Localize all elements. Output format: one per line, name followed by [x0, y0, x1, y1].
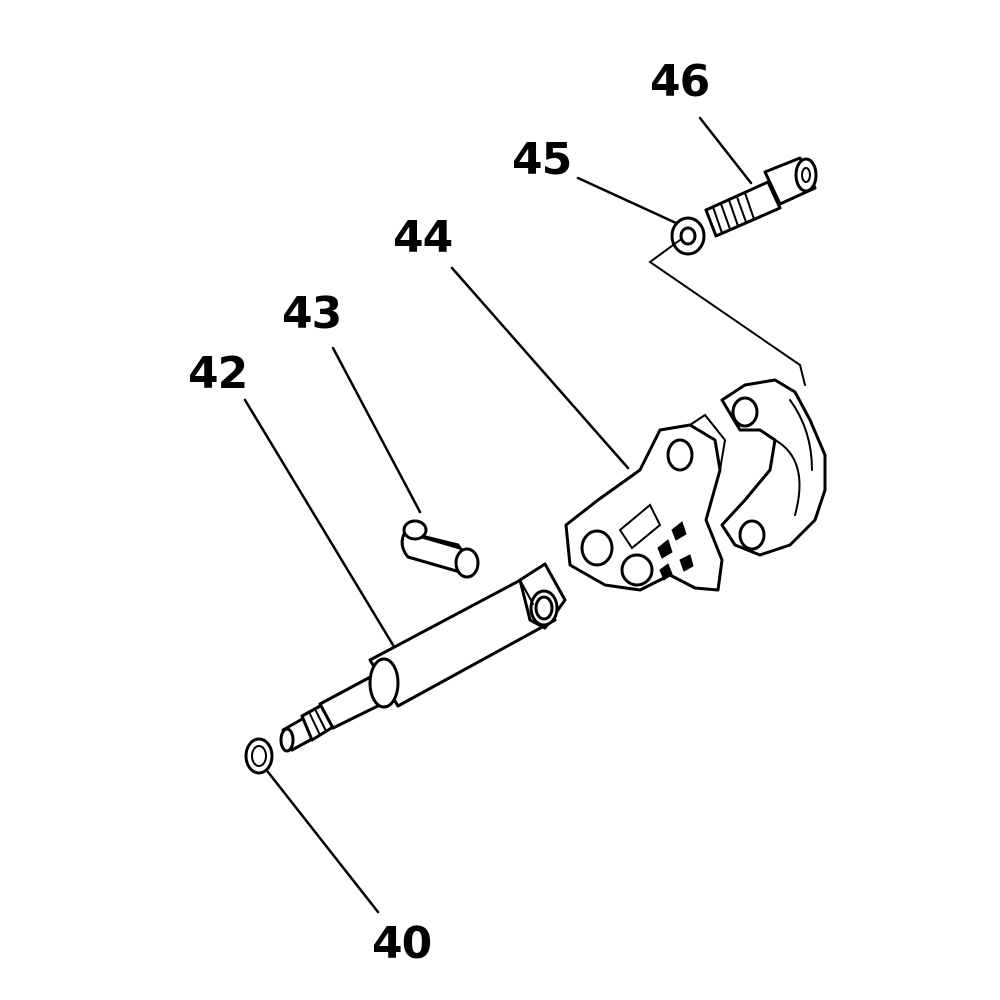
part-43-pin	[400, 519, 480, 579]
leader-42	[243, 398, 395, 647]
part-42-shaft	[279, 562, 567, 753]
leader-lines	[243, 116, 753, 914]
callout-40: 40	[372, 918, 432, 969]
leader-46	[698, 116, 753, 185]
callout-46: 46	[650, 56, 710, 107]
callout-44: 44	[393, 212, 453, 263]
callout-43: 43	[282, 288, 342, 339]
part-40-washer	[244, 737, 274, 775]
part-44-clamp	[720, 378, 827, 557]
leader-45	[576, 176, 678, 225]
leader-43	[331, 346, 422, 514]
leader-40	[266, 770, 380, 914]
part-46-screw	[704, 156, 818, 238]
part-45-washer	[670, 216, 706, 256]
callout-45: 45	[512, 134, 572, 185]
leader-44	[450, 266, 630, 470]
callout-42: 42	[188, 348, 248, 399]
part-44-lever	[564, 413, 727, 592]
assembly-link-wire	[648, 239, 806, 386]
